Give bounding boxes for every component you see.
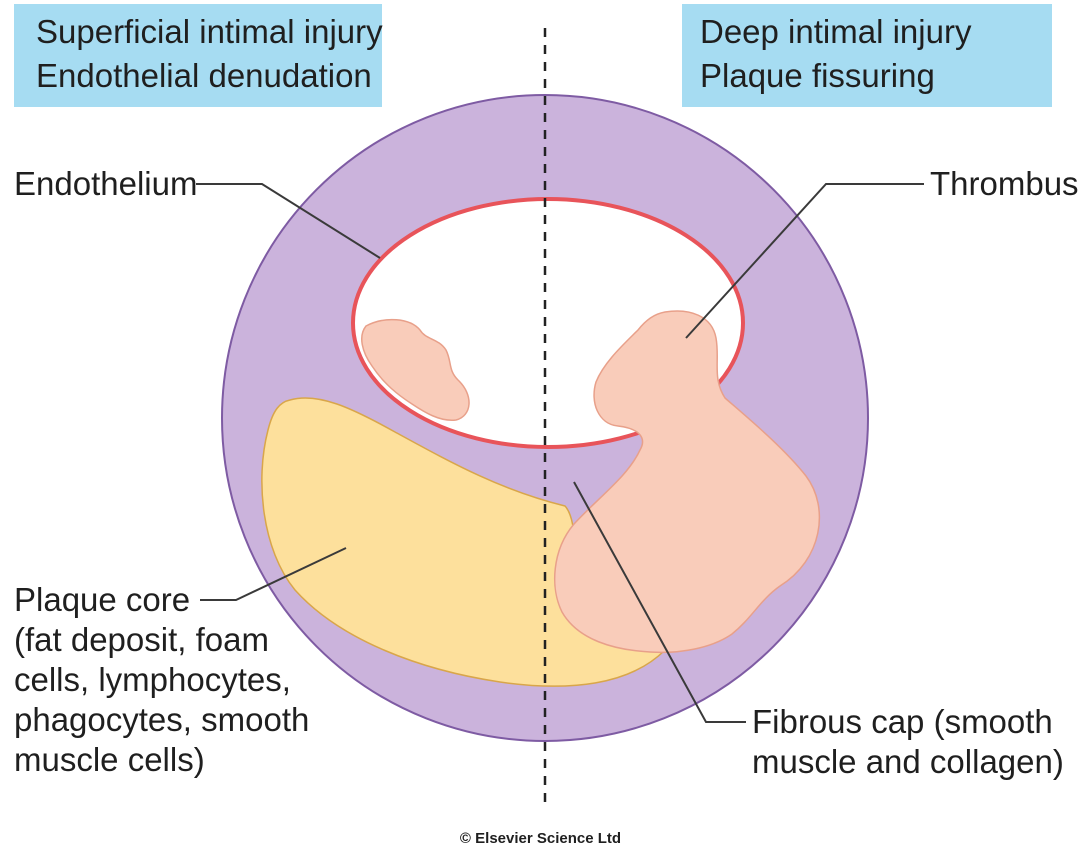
endothelium-label: Endothelium xyxy=(14,164,197,204)
plaque-core-line5: muscle cells) xyxy=(14,740,309,780)
copyright-text: © Elsevier Science Ltd xyxy=(0,830,1081,847)
fibrous-cap-label: Fibrous cap (smooth muscle and collagen) xyxy=(752,702,1064,782)
plaque-core-line2: (fat deposit, foam xyxy=(14,620,309,660)
plaque-core-label: Plaque core (fat deposit, foam cells, ly… xyxy=(14,580,309,780)
plaque-core-line1: Plaque core xyxy=(14,580,309,620)
fibrous-cap-line1: Fibrous cap (smooth xyxy=(752,702,1064,742)
plaque-core-line4: phagocytes, smooth xyxy=(14,700,309,740)
fibrous-cap-line2: muscle and collagen) xyxy=(752,742,1064,782)
plaque-core-line3: cells, lymphocytes, xyxy=(14,660,309,700)
thrombus-label: Thrombus xyxy=(930,164,1079,204)
